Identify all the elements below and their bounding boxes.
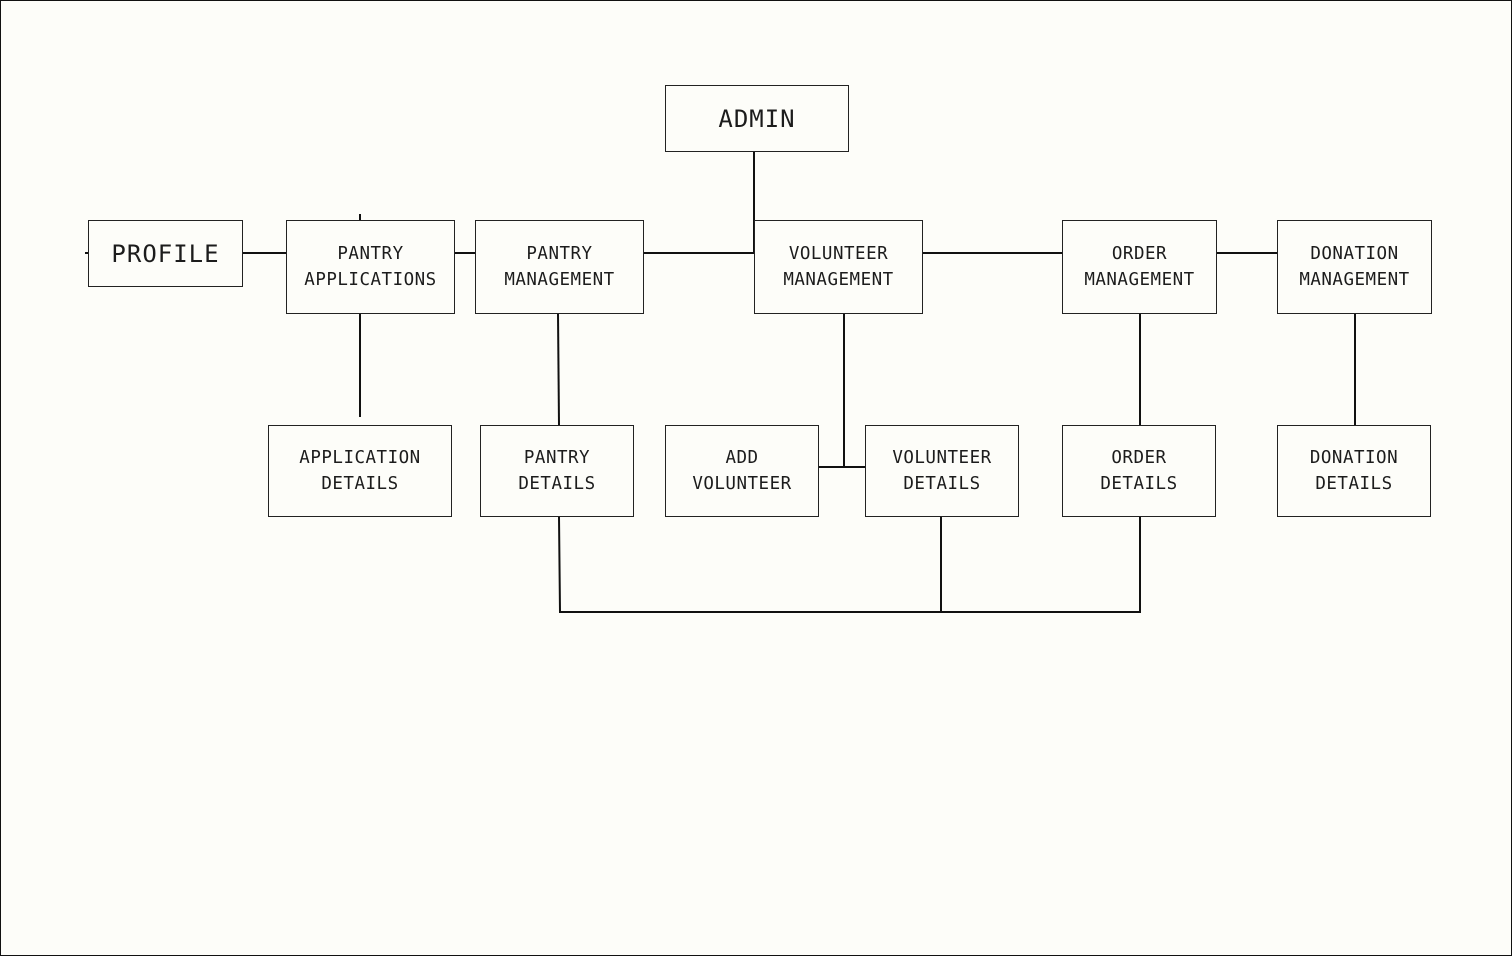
connector-bottom-bracket — [558, 516, 1141, 613]
node-volunteer-management: VOLUNTEER MANAGEMENT — [754, 220, 923, 314]
node-pantry-applications: PANTRY APPLICATIONS — [286, 220, 455, 314]
node-profile: PROFILE — [88, 220, 243, 287]
node-admin: ADMIN — [665, 85, 849, 152]
connector-pantry-management-to-pantry-details — [557, 313, 560, 426]
node-donation-details: DONATION DETAILS — [1277, 425, 1431, 517]
node-pantry-details: PANTRY DETAILS — [480, 425, 634, 517]
node-donation-management: DONATION MANAGEMENT — [1277, 220, 1432, 314]
node-order-details: ORDER DETAILS — [1062, 425, 1216, 517]
node-volunteer-details: VOLUNTEER DETAILS — [865, 425, 1019, 517]
node-pantry-management: PANTRY MANAGEMENT — [475, 220, 644, 314]
node-add-volunteer: ADD VOLUNTEER — [665, 425, 819, 517]
node-application-details: APPLICATION DETAILS — [268, 425, 452, 517]
node-order-management: ORDER MANAGEMENT — [1062, 220, 1217, 314]
